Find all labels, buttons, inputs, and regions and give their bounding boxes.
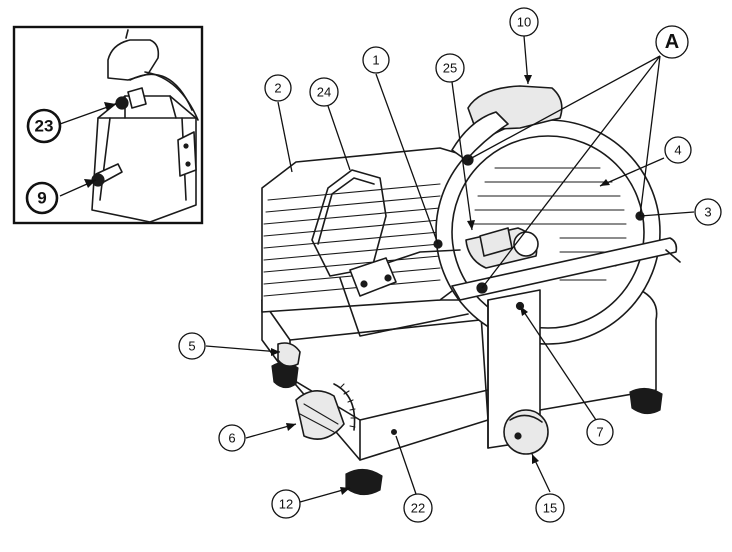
callout-4: 4 bbox=[664, 136, 692, 164]
callout-23: 23 bbox=[26, 108, 62, 144]
callout-22: 22 bbox=[403, 493, 433, 523]
callout-6: 6 bbox=[218, 424, 246, 452]
callout-7-label: 7 bbox=[596, 425, 603, 440]
callout-10-label: 10 bbox=[517, 15, 531, 30]
callout-22-label: 22 bbox=[411, 501, 425, 516]
callout-3: 3 bbox=[694, 198, 722, 226]
callout-7: 7 bbox=[586, 418, 614, 446]
callout-9: 9 bbox=[25, 181, 59, 215]
callout-6-label: 6 bbox=[228, 431, 235, 446]
callout-2-label: 2 bbox=[274, 81, 281, 96]
callout-15-label: 15 bbox=[543, 501, 557, 516]
callout-4-label: 4 bbox=[674, 143, 681, 158]
callout-25-label: 25 bbox=[443, 61, 457, 76]
callout-24-label: 24 bbox=[317, 85, 331, 100]
callout-1-label: 1 bbox=[372, 53, 379, 68]
callout-2: 2 bbox=[264, 74, 292, 102]
callout-5: 5 bbox=[178, 332, 206, 360]
callout-12: 12 bbox=[271, 489, 301, 519]
callout-A: A bbox=[655, 25, 689, 59]
callout-12-label: 12 bbox=[279, 497, 293, 512]
callout-10: 10 bbox=[509, 7, 539, 37]
slicer-machine bbox=[261, 85, 681, 496]
callout-3-label: 3 bbox=[704, 205, 711, 220]
leader-lines bbox=[59, 35, 695, 503]
callout-1: 1 bbox=[362, 46, 390, 74]
dial-ticks bbox=[339, 383, 357, 428]
callout-24: 24 bbox=[309, 77, 339, 107]
callout-9-label: 9 bbox=[37, 189, 46, 208]
callout-25: 25 bbox=[435, 53, 465, 83]
callout-23-label: 23 bbox=[35, 117, 54, 136]
callout-A-label: A bbox=[665, 31, 679, 53]
callout-5-label: 5 bbox=[188, 339, 195, 354]
callout-15: 15 bbox=[535, 493, 565, 523]
